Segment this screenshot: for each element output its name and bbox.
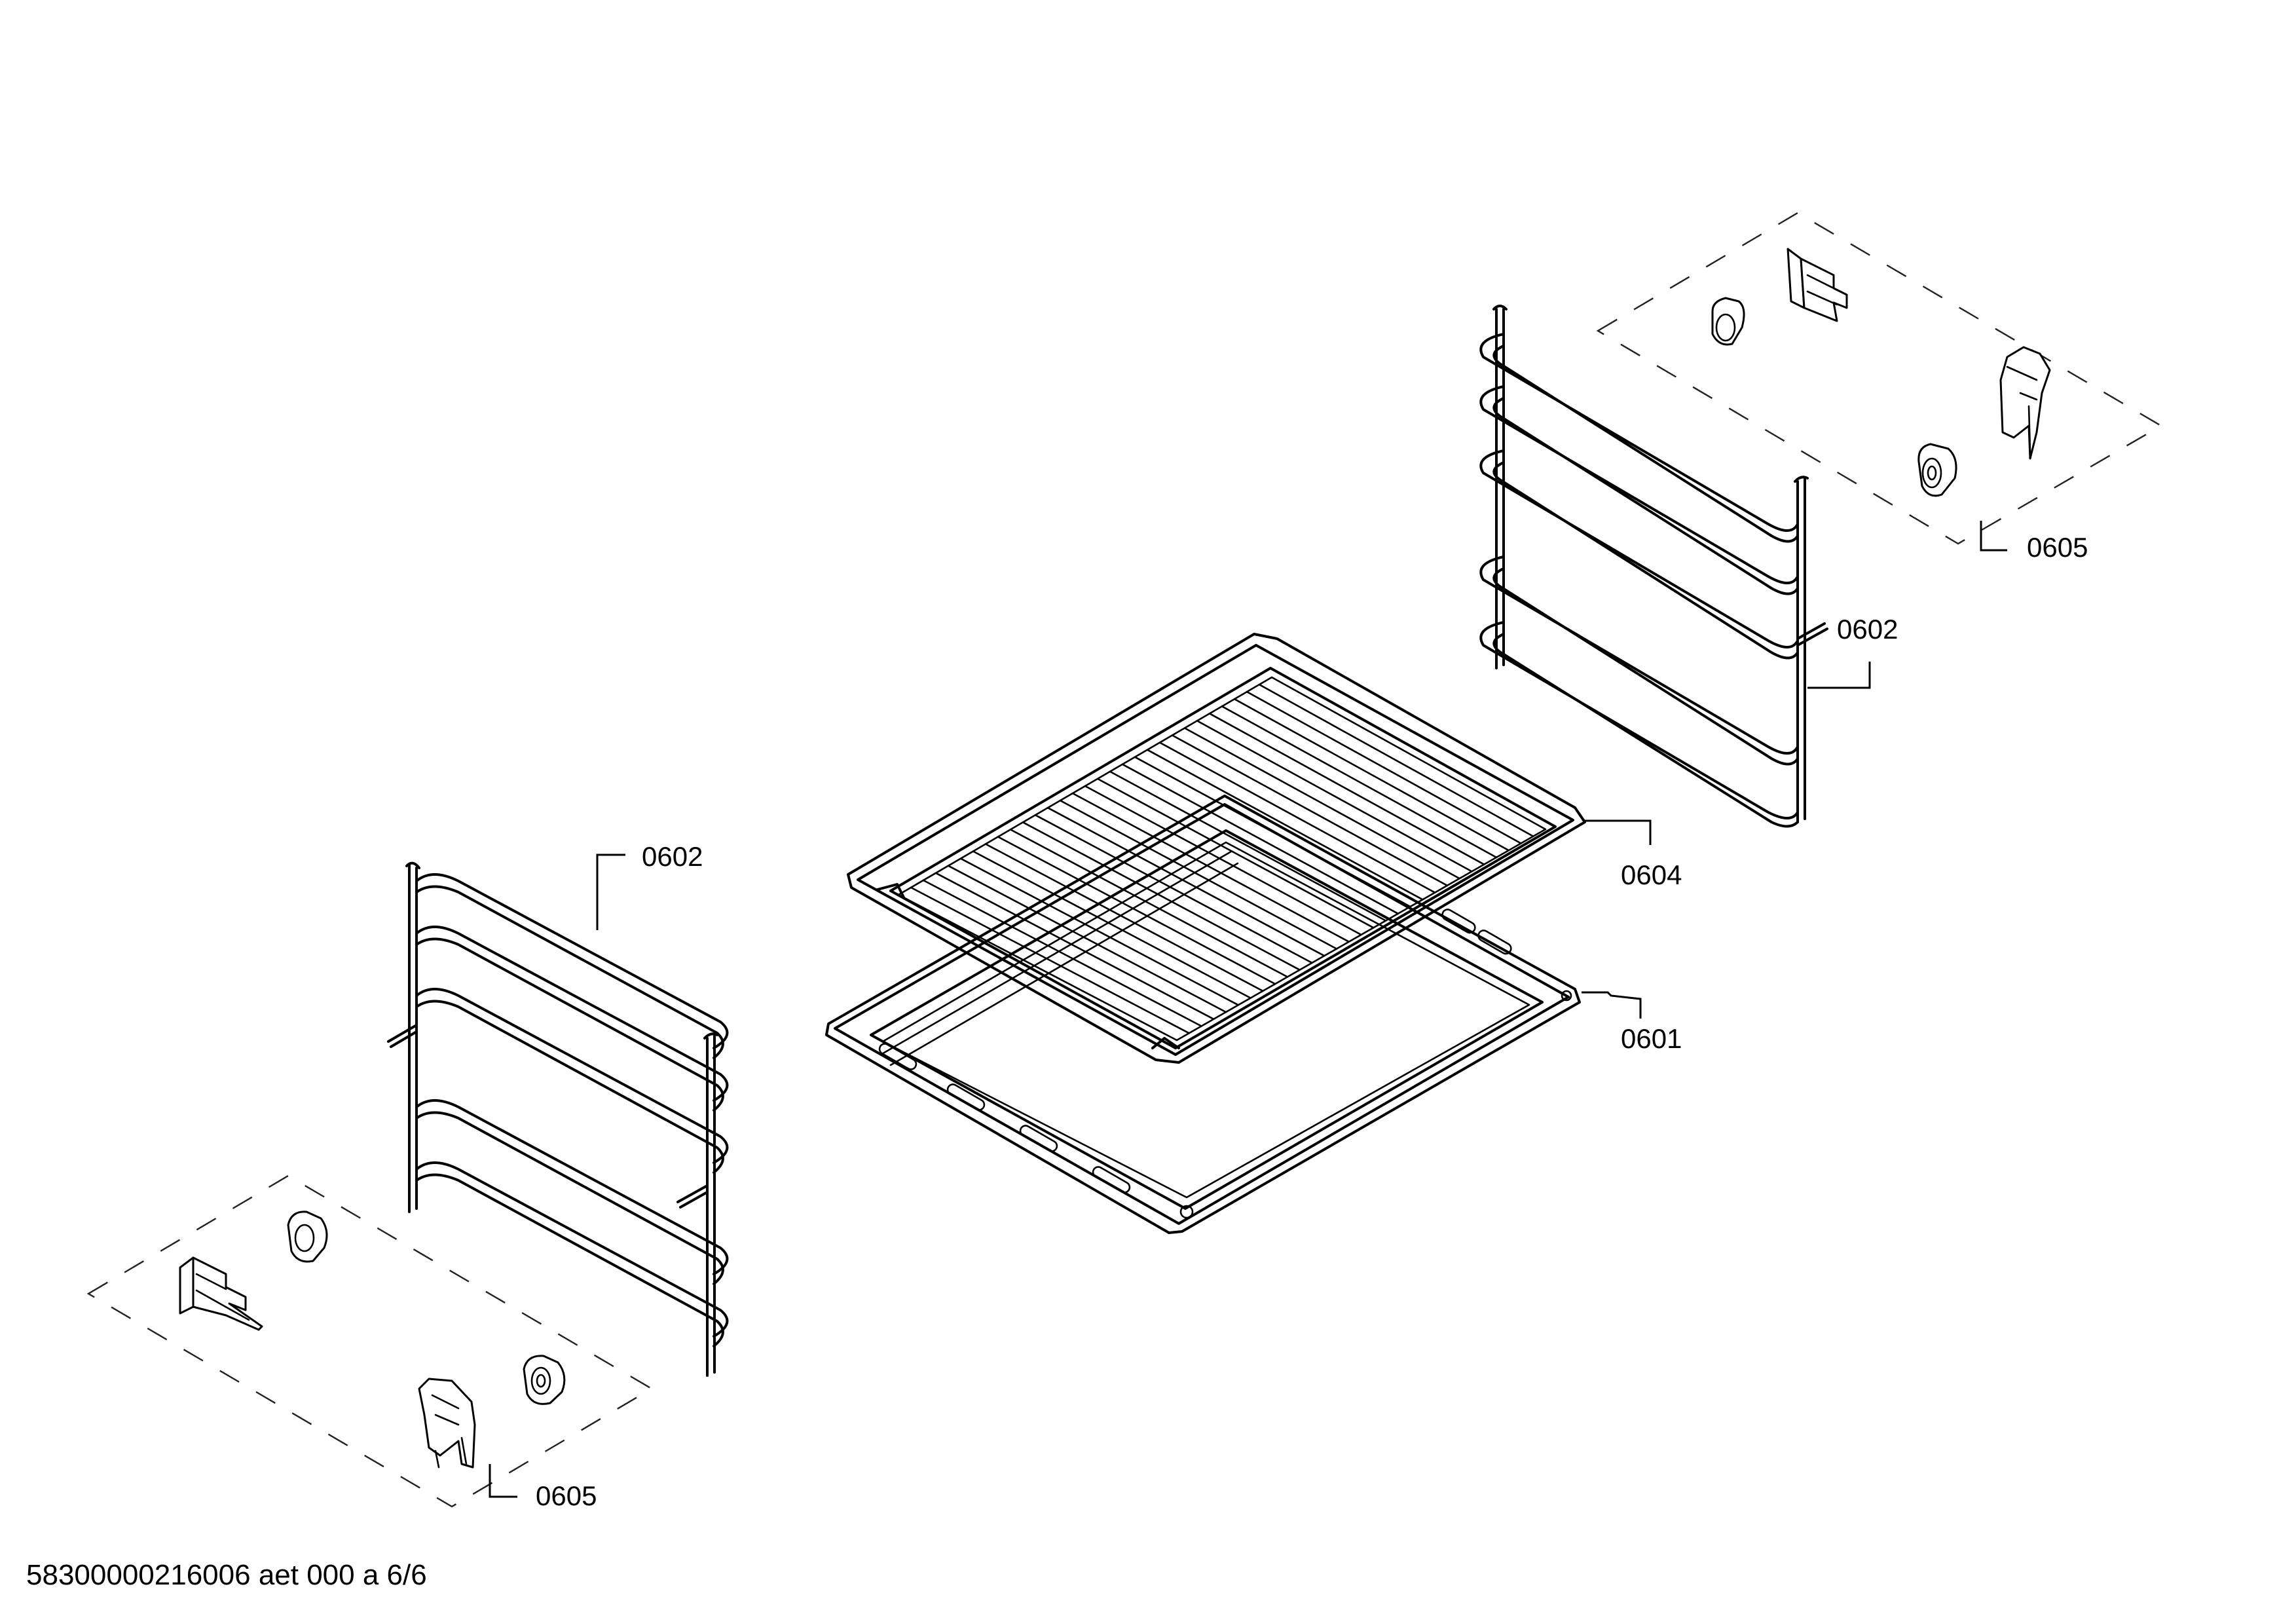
side-rack-right — [1479, 305, 1828, 828]
bracket-clip-left — [179, 1256, 263, 1331]
shelf-bar — [1233, 698, 1509, 852]
shelf-bar — [1208, 713, 1485, 865]
shelf-bar — [959, 857, 1240, 1006]
bushing-right — [1917, 443, 1957, 497]
shelf-bar — [1071, 792, 1350, 943]
shelf-bar — [1084, 785, 1362, 936]
shelf-bar — [1096, 778, 1375, 929]
shelf-bar — [972, 850, 1251, 999]
callout-baking-tray: 0601 — [1621, 1023, 1682, 1054]
shelf-bar — [1046, 806, 1325, 957]
shelf-bar — [1059, 799, 1338, 950]
shelf-bar — [1196, 720, 1473, 873]
cap-left-1 — [287, 1210, 328, 1263]
leader-lines — [489, 521, 2007, 1498]
callout-rack-right: 0602 — [1837, 614, 1898, 645]
tray-slots-right — [1441, 909, 1512, 955]
shelf-bar — [1121, 763, 1399, 915]
mounting-plane-right — [1596, 212, 2163, 545]
shelf-bar — [1258, 683, 1534, 837]
side-rack-left — [387, 861, 729, 1377]
shelf-bar — [922, 879, 1202, 1027]
hook-clip-right — [1999, 346, 2051, 460]
bushing-left — [523, 1355, 566, 1405]
hook-clip-left — [418, 1378, 476, 1469]
shelf-bar — [1221, 705, 1498, 859]
callout-labels: 0605 0602 0602 0604 0601 0605 — [536, 532, 2088, 1511]
shelf-bar — [1246, 690, 1522, 844]
wire-shelf-bars — [910, 683, 1534, 1034]
baking-tray — [825, 795, 1581, 1234]
fasteners-group-left — [179, 1210, 566, 1469]
fasteners-group-right — [1711, 248, 2051, 497]
mounting-plane-left — [86, 1174, 654, 1508]
callout-wire-shelf: 0604 — [1621, 859, 1682, 890]
shelf-bar — [1009, 829, 1289, 978]
shelf-bar — [935, 872, 1215, 1021]
cap-right-1 — [1711, 297, 1745, 346]
shelf-bar — [1171, 734, 1449, 887]
shelf-bar — [984, 843, 1264, 992]
bracket-clip-right — [1787, 248, 1848, 322]
shelf-bar — [997, 836, 1276, 985]
document-code: 58300000216006 aet 000 a 6/6 — [26, 1559, 427, 1591]
tray-slots-front — [878, 1043, 1131, 1193]
shelf-bar — [910, 886, 1191, 1034]
shelf-bar — [947, 865, 1227, 1013]
callout-rack-left: 0602 — [642, 841, 703, 872]
shelf-bar — [1183, 727, 1460, 880]
shelf-bar — [1034, 814, 1313, 964]
shelf-bar — [1022, 821, 1301, 971]
shelf-bar — [1158, 741, 1436, 893]
shelf-bar — [1146, 749, 1424, 901]
callout-fasteners-right: 0605 — [2027, 532, 2088, 563]
callout-fasteners-left: 0605 — [536, 1480, 597, 1511]
wire-shelf — [847, 633, 1586, 1064]
shelf-bar — [1109, 770, 1387, 922]
